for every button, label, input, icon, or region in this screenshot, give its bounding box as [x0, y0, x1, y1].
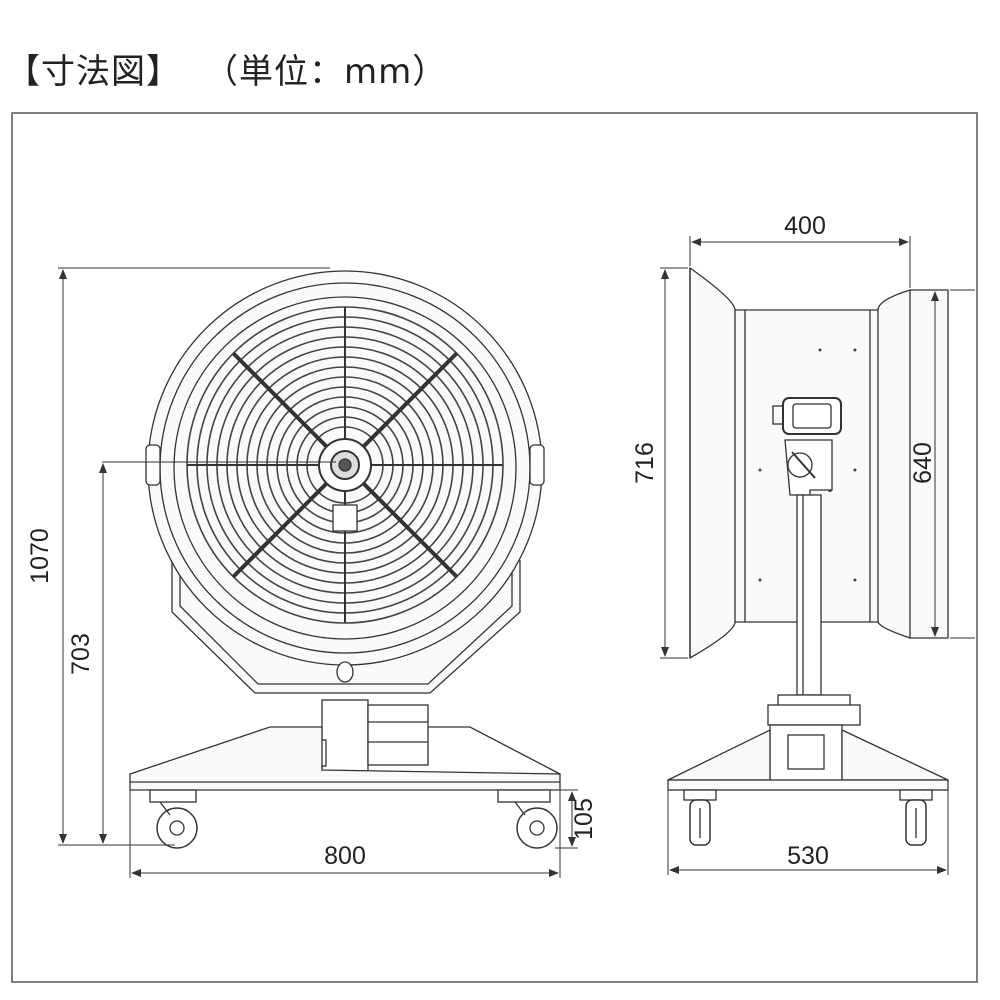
side-view: [667, 266, 949, 846]
title-text: 【寸法図】: [6, 52, 181, 92]
dim-overall-height: 1070: [26, 528, 54, 584]
dim-depth: 400: [784, 212, 826, 240]
front-base: [129, 726, 561, 791]
dim-pivot-height: 703: [67, 633, 95, 675]
dim-inner-height: 640: [909, 442, 937, 484]
left-pivot-knob: [145, 444, 161, 486]
side-right-caster: [899, 789, 933, 846]
unit-label: （単位：mm）: [221, 52, 448, 92]
drawing-frame: [11, 112, 978, 983]
right-pivot-knob: [529, 444, 545, 486]
dimension-lines: [58, 236, 975, 878]
dim-side-width: 530: [787, 842, 829, 870]
front-left-caster: [149, 789, 198, 849]
dim-caster-height: 105: [570, 798, 598, 840]
dim-outer-height: 716: [631, 442, 659, 484]
front-right-caster: [497, 789, 558, 849]
front-view: [102, 270, 561, 849]
dim-base-width: 800: [324, 842, 366, 870]
side-pole: [796, 494, 822, 696]
side-base: [667, 779, 949, 791]
side-left-caster: [683, 789, 717, 846]
drawing-title: 【寸法図】 （単位：mm）: [6, 44, 447, 93]
front-post: [321, 699, 369, 781]
